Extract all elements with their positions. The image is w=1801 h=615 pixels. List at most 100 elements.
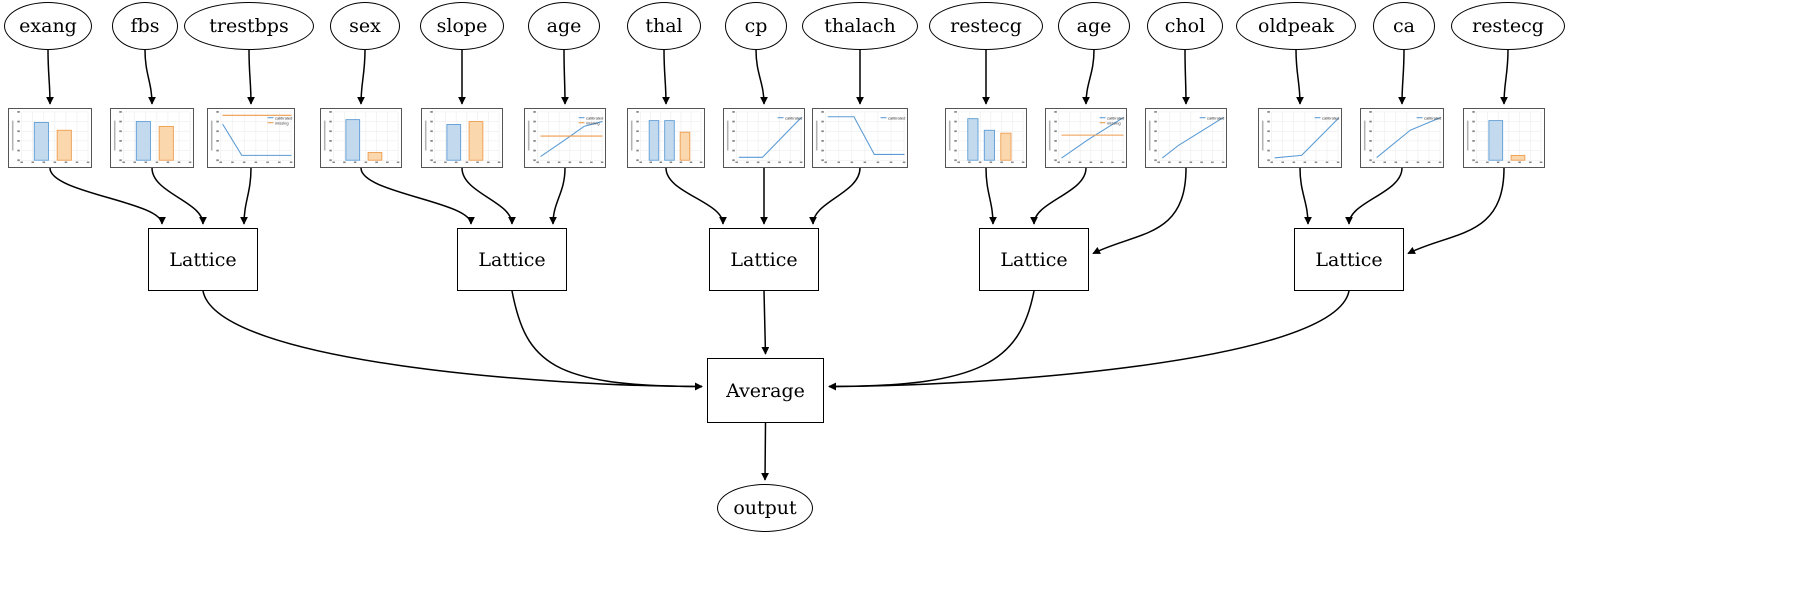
edge-calibrator-to-lattice-10	[1030, 167, 1087, 225]
node-label: fbs	[130, 15, 160, 37]
edge-lattice-to-average-4	[828, 290, 1350, 391]
feature-node-chol-11[interactable]: chol	[1147, 2, 1223, 50]
edge-feature-to-calibrator-2	[247, 49, 255, 105]
calibrator-chart	[111, 109, 193, 167]
legend-label: calibrated	[275, 116, 292, 121]
node-label: sex	[349, 15, 381, 37]
feature-node-trestbps-2[interactable]: trestbps	[184, 2, 314, 50]
feature-node-age-5[interactable]: age	[528, 2, 600, 50]
feature-node-restecg-14[interactable]: restecg	[1451, 2, 1565, 50]
node-label: oldpeak	[1258, 15, 1334, 37]
feature-node-ca-13[interactable]: ca	[1373, 2, 1435, 50]
feature-node-age-10[interactable]: age	[1058, 2, 1130, 50]
node-label: output	[733, 497, 797, 519]
node-label: age	[1076, 15, 1112, 37]
legend-label: missing	[1107, 121, 1121, 126]
feature-node-fbs-1[interactable]: fbs	[112, 2, 178, 50]
calibrator-plot-fbs-1[interactable]	[110, 108, 194, 168]
edge-calibrator-to-lattice-6	[665, 167, 727, 225]
node-label: thal	[645, 15, 683, 37]
feature-node-sex-3[interactable]: sex	[330, 2, 400, 50]
edge-calibrator-to-lattice-12	[1299, 167, 1312, 225]
y-axis-label	[210, 120, 213, 151]
edge-calibrator-to-lattice-13	[1345, 167, 1403, 225]
legend-label: calibrated	[888, 116, 905, 121]
calibrator-plot-chol-11[interactable]: calibrated	[1145, 108, 1227, 168]
feature-node-thalach-8[interactable]: thalach	[802, 2, 918, 50]
lattice-node-4[interactable]: Lattice	[1294, 228, 1404, 291]
y-axis-label	[1261, 120, 1264, 151]
edge-feature-to-calibrator-6	[662, 49, 670, 105]
calibrator-plot-restecg-9[interactable]	[945, 108, 1027, 168]
calibrator-chart: calibrated	[1259, 109, 1341, 167]
calibrator-plot-cp-7[interactable]: calibrated	[723, 108, 805, 168]
legend-label: calibrated	[1322, 116, 1339, 121]
y-axis-label	[1148, 120, 1151, 151]
edge-average-to-output-0	[761, 422, 769, 481]
calibrator-plot-restecg-14[interactable]	[1463, 108, 1545, 168]
average-node[interactable]: Average	[707, 358, 824, 423]
lattice-node-2[interactable]: Lattice	[709, 228, 819, 291]
node-label: chol	[1164, 15, 1206, 37]
feature-node-thal-6[interactable]: thal	[627, 2, 701, 50]
node-label: thalach	[824, 15, 896, 37]
legend-label: calibrated	[586, 116, 603, 121]
calibrator-chart: calibrated	[1361, 109, 1443, 167]
edge-calibrator-to-lattice-1	[151, 167, 207, 225]
calibrator-plot-thalach-8[interactable]: calibrated	[812, 108, 908, 168]
node-label: Lattice	[169, 248, 237, 271]
y-axis-label	[726, 120, 729, 151]
output-node[interactable]: output	[717, 484, 813, 532]
edge-feature-to-calibrator-14	[1500, 49, 1509, 105]
feature-node-restecg-9[interactable]: restecg	[929, 2, 1043, 50]
calibrator-chart	[1464, 109, 1544, 167]
feature-node-slope-4[interactable]: slope	[420, 2, 504, 50]
edge-lattice-to-average-0	[202, 290, 703, 391]
feature-node-oldpeak-12[interactable]: oldpeak	[1236, 2, 1356, 50]
edge-calibrator-to-lattice-9	[985, 167, 997, 225]
calibrator-plot-slope-4[interactable]	[421, 108, 503, 168]
legend-label: calibrated	[1424, 116, 1441, 121]
legend-label: missing	[275, 121, 289, 126]
calibrator-plot-ca-13[interactable]: calibrated	[1360, 108, 1444, 168]
node-label: Lattice	[1315, 248, 1383, 271]
node-label: age	[546, 15, 582, 37]
edge-calibrator-to-lattice-5	[549, 167, 566, 225]
feature-node-exang-0[interactable]: exang	[4, 2, 92, 50]
node-label: Lattice	[1000, 248, 1068, 271]
y-axis-label	[948, 120, 951, 151]
edge-feature-to-calibrator-10	[1082, 49, 1095, 105]
edge-feature-to-calibrator-12	[1295, 49, 1304, 105]
calibrator-plot-thal-6[interactable]	[627, 108, 705, 168]
lattice-node-3[interactable]: Lattice	[979, 228, 1089, 291]
lattice-node-0[interactable]: Lattice	[148, 228, 258, 291]
lattice-node-1[interactable]: Lattice	[457, 228, 567, 291]
legend-label: calibrated	[785, 116, 802, 121]
edge-feature-to-calibrator-3	[357, 49, 366, 105]
calibrator-plot-exang-0[interactable]	[8, 108, 92, 168]
calibrator-plot-sex-3[interactable]	[320, 108, 402, 168]
y-axis-label	[113, 120, 116, 151]
y-axis-label	[424, 120, 427, 151]
node-label: slope	[436, 15, 488, 37]
edge-calibrator-to-lattice-4	[461, 167, 516, 225]
edge-feature-to-calibrator-0	[46, 49, 54, 105]
edge-feature-to-calibrator-7	[755, 49, 768, 105]
y-axis-label	[323, 120, 326, 151]
feature-node-cp-7[interactable]: cp	[725, 2, 787, 50]
y-axis-label	[815, 120, 818, 151]
legend-label: missing	[586, 121, 600, 126]
calibrator-chart: calibrated	[724, 109, 804, 167]
legend-label: calibrated	[1107, 116, 1124, 121]
edge-feature-to-calibrator-1	[144, 49, 156, 105]
node-label: restecg	[1472, 15, 1544, 37]
calibrator-plot-oldpeak-12[interactable]: calibrated	[1258, 108, 1342, 168]
y-axis-label	[1363, 120, 1366, 151]
